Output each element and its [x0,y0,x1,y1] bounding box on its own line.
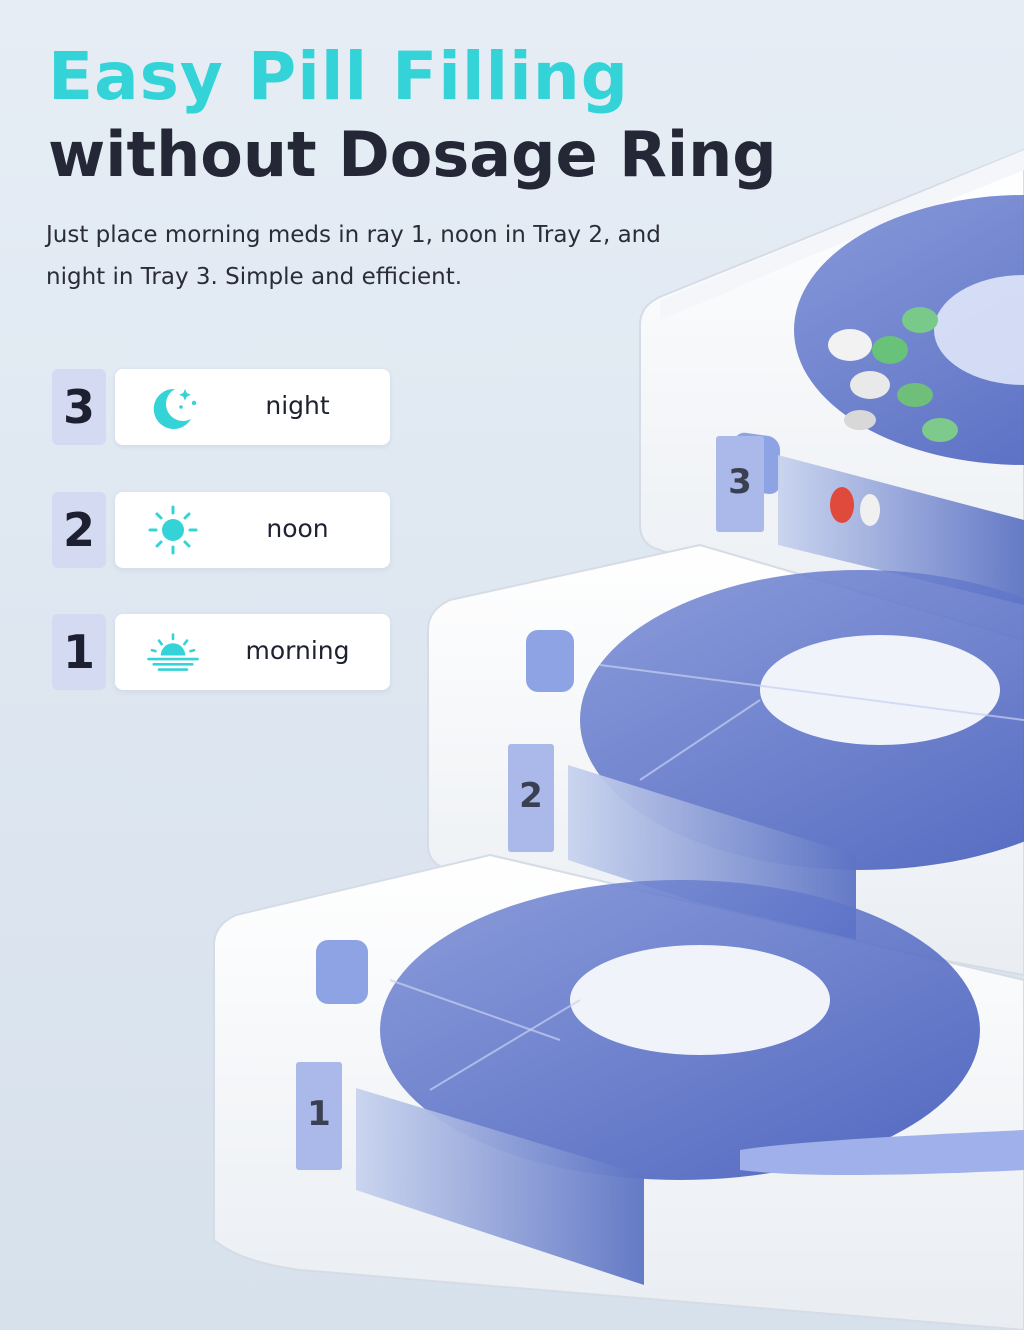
headline-line-1: Easy Pill Filling [48,38,629,115]
schedule-number: 1 [52,614,106,690]
schedule-card: night [115,369,390,445]
tray-3 [639,148,1024,677]
tray-3-label: 3 [728,462,752,502]
schedule-label: night [265,391,330,420]
schedule-card: morning [115,614,390,690]
headline: Easy Pill Filling without Dosage Ring [48,44,777,186]
tray-2-label: 2 [519,776,543,816]
sunrise-icon [147,633,199,671]
schedule-card: noon [115,492,390,568]
headline-line-2: without Dosage Ring [48,118,777,191]
schedule-label: morning [245,636,350,665]
subtitle: Just place morning meds in ray 1, noon i… [46,222,661,290]
tray-1 [213,853,1024,1330]
sun-icon [148,505,198,555]
schedule-number: 2 [52,492,106,568]
moon-stars-icon [153,388,197,429]
schedule-number: 3 [52,369,106,445]
tray-1-label: 1 [307,1094,331,1134]
schedule-label: noon [266,514,329,543]
